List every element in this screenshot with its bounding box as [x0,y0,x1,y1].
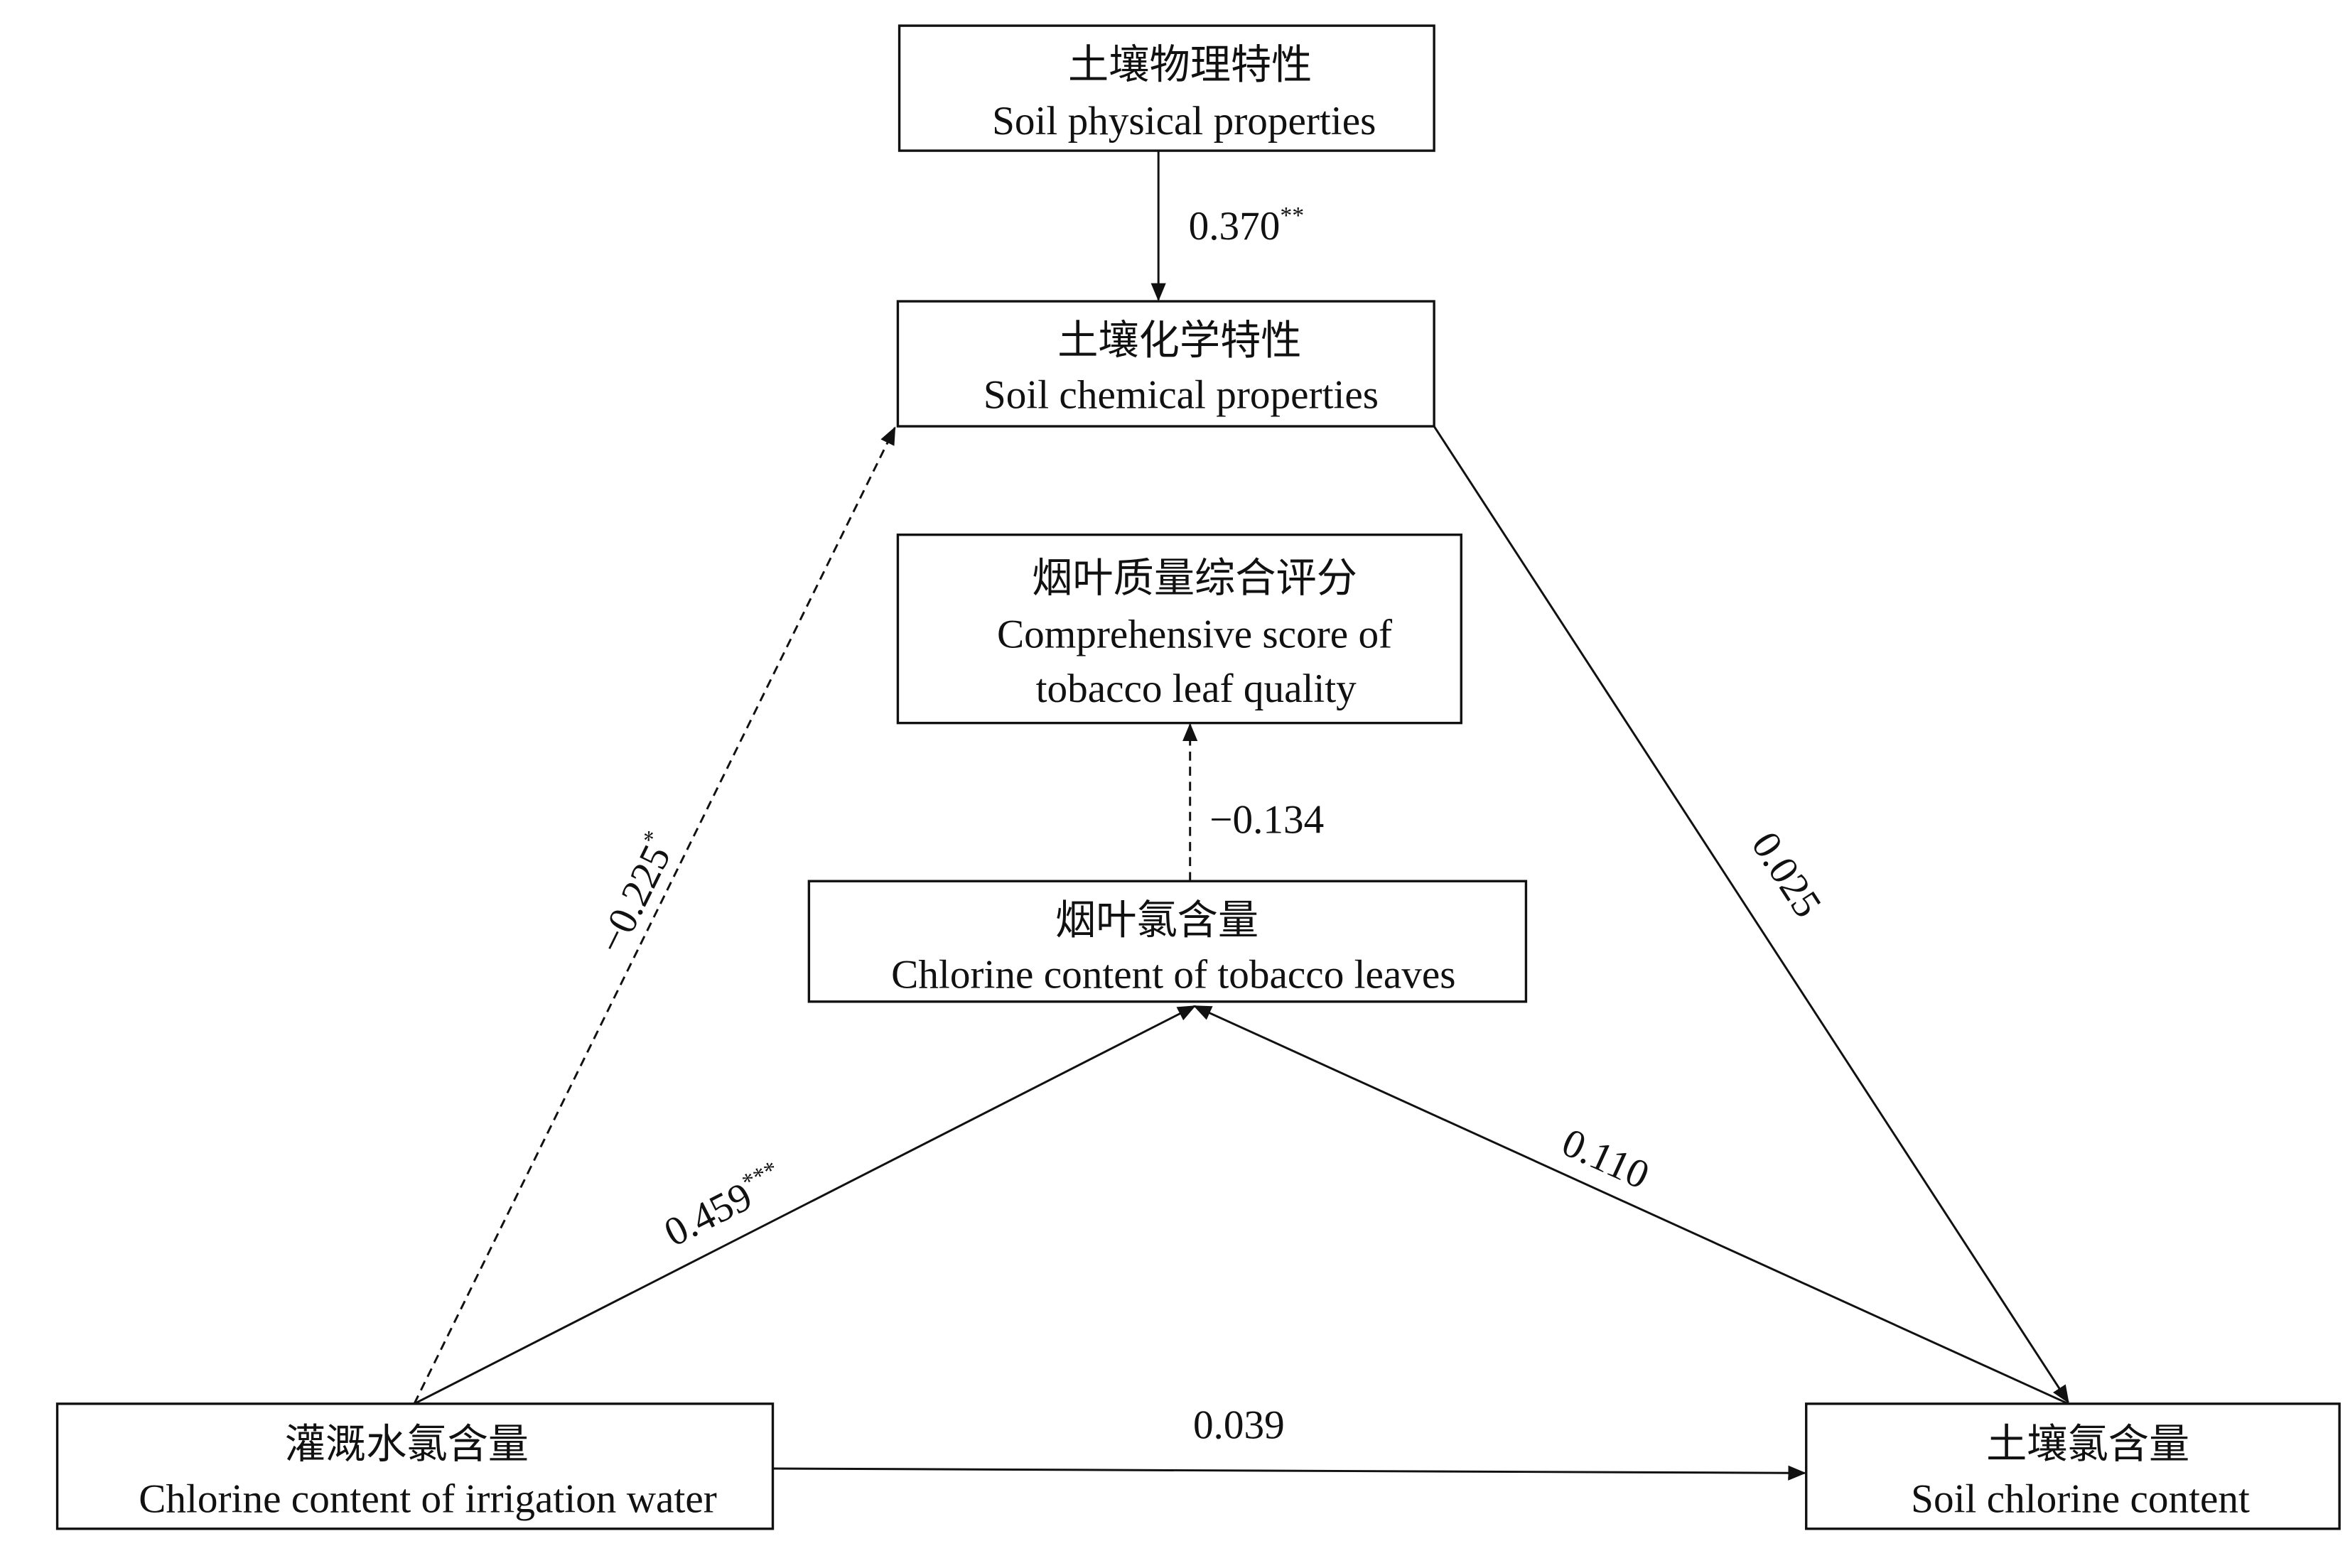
edge-value: −0.225 [589,838,680,961]
svg-text:0.459***: 0.459*** [657,1156,792,1255]
edge-value: 0.039 [1193,1403,1285,1448]
node-leaf-chlorine-content: 烟叶氯含量 Chlorine content of tobacco leaves [807,880,1528,1003]
node-label-zh: 土壤氯含量 [1986,1422,2189,1467]
edge-value: 0.025 [1742,824,1830,925]
edge-soil-chlorine-to-leaf-chlorine: 0.110 [1193,1005,2069,1405]
edge-value: 0.459 [657,1174,759,1255]
edge-chemical-to-soil-chlorine: 0.025 [1433,426,2069,1404]
node-label-en-line1: Comprehensive score of [997,612,1393,657]
node-label-zh: 烟叶氯含量 [1055,898,1258,943]
node-soil-physical-properties: 土壤物理特性 Soil physical properties [898,24,1435,152]
node-label-en-line2: tobacco leaf quality [1036,666,1357,711]
edge-significance: ** [1280,202,1304,229]
node-leaf-quality-score: 烟叶质量综合评分 Comprehensive score of tobacco … [896,533,1462,725]
node-label-en: Soil chlorine content [1911,1476,2250,1521]
node-label-zh: 土壤化学特性 [1057,318,1301,363]
edge-leaf-chlorine-to-quality: −0.134 [1182,723,1324,882]
edge-irrigation-to-leaf-chlorine: 0.459*** [414,1005,1196,1405]
node-label-zh: 烟叶质量综合评分 [1032,556,1357,601]
svg-text:−0.225*: −0.225* [587,826,684,961]
svg-text:0.370**: 0.370** [1189,202,1305,249]
edge-value: −0.134 [1209,797,1324,842]
node-soil-chemical-properties: 土壤化学特性 Soil chemical properties [896,300,1435,428]
node-label-en: Soil physical properties [992,99,1376,144]
edge-value: 0.110 [1556,1120,1656,1198]
edge-irrigation-to-soil-chlorine: 0.039 [772,1403,1806,1481]
node-label-zh: 灌溉水氯含量 [285,1422,529,1467]
node-soil-chlorine-content: 土壤氯含量 Soil chlorine content [1805,1402,2341,1530]
node-label-en: Chlorine content of tobacco leaves [891,953,1455,997]
edge-value: 0.370 [1189,204,1281,249]
node-label-en: Chlorine content of irrigation water [139,1476,717,1521]
node-label-en: Soil chemical properties [983,373,1379,418]
node-irrigation-water-chlorine: 灌溉水氯含量 Chlorine content of irrigation wa… [55,1402,775,1530]
node-label-zh: 土壤物理特性 [1068,43,1312,87]
edge-physical-to-chemical: 0.370** [1150,151,1305,302]
